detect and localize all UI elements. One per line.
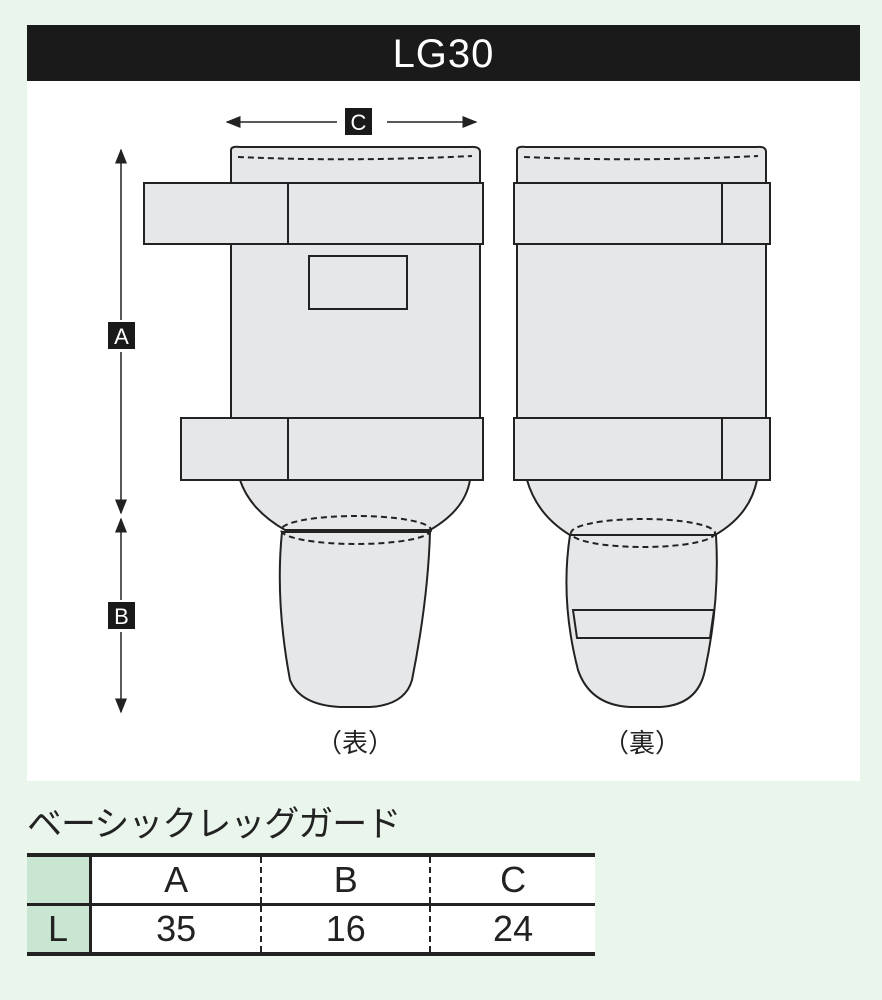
size-cell: L xyxy=(27,904,92,956)
header-c: C xyxy=(430,853,595,906)
back-top-strap xyxy=(513,182,771,245)
dimension-label-a: A xyxy=(108,322,135,349)
front-bottom-strap xyxy=(180,417,484,481)
front-view xyxy=(143,145,484,708)
size-table: A B C L 35 16 24 xyxy=(27,853,595,956)
header-a: A xyxy=(90,853,263,906)
front-pocket xyxy=(308,255,408,310)
svg-text:A: A xyxy=(114,324,129,349)
header-b: B xyxy=(261,853,432,906)
dimension-label-b: B xyxy=(108,602,135,629)
dimension-lines xyxy=(115,116,478,714)
value-b: 16 xyxy=(261,904,432,956)
front-top-strap xyxy=(143,182,484,245)
table-row: L 35 16 24 xyxy=(27,904,595,956)
front-caption: （表） xyxy=(316,729,394,759)
size-header-cell xyxy=(27,853,92,906)
svg-text:B: B xyxy=(114,604,129,629)
svg-text:C: C xyxy=(351,110,367,135)
product-name: ベーシックレッグガード xyxy=(27,805,401,845)
model-title: LG30 xyxy=(27,25,860,81)
back-caption: （裏） xyxy=(603,729,681,759)
table-header-row: A B C xyxy=(27,853,595,906)
value-a: 35 xyxy=(90,904,263,956)
dimension-label-c: C xyxy=(345,108,372,135)
back-view xyxy=(513,145,771,708)
value-c: 24 xyxy=(430,904,595,956)
back-bottom-strap xyxy=(513,417,771,481)
